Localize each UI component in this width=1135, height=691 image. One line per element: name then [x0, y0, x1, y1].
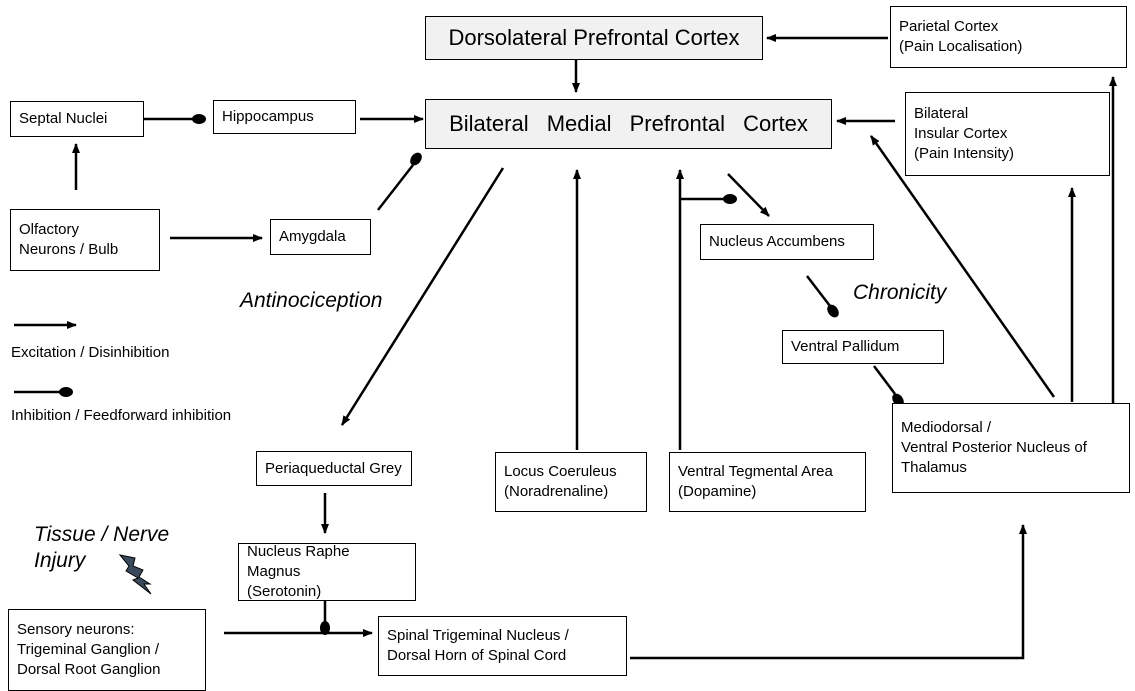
inhibit-pallidum-to-thalamus	[873, 365, 896, 395]
legend-inhibition-label: Inhibition / Feedforward inhibition	[11, 407, 232, 424]
arrow-bmpfc-to-accumbens	[727, 173, 770, 217]
olfactory-neurons-box: Olfactory Neurons / Bulb	[10, 209, 160, 271]
periaqueductal-grey-box: Periaqueductal Grey	[256, 451, 412, 486]
inhibit-terminal-hippocampus	[192, 114, 206, 124]
amygdala-box: Amygdala	[270, 219, 371, 255]
legend-excitation-label: Excitation / Disinhibition	[11, 344, 170, 361]
inhibit-amygdala-to-bmpfc	[377, 164, 414, 211]
inhibit-terminal-accumbens	[723, 194, 737, 204]
arrow-thalamus-to-bmpfc	[869, 135, 1056, 398]
tissue-nerve-injury-label: Tissue / Nerve Injury	[34, 523, 170, 572]
spinal-trigeminal-nucleus-box: Spinal Trigeminal Nucleus / Dorsal Horn …	[378, 616, 627, 676]
antinociception-label: Antinociception	[240, 289, 383, 312]
hippocampus-box: Hippocampus	[213, 100, 356, 134]
ventral-tegmental-area-box: Ventral Tegmental Area (Dopamine)	[669, 452, 866, 512]
nucleus-accumbens-box: Nucleus Accumbens	[700, 224, 874, 260]
ventral-pallidum-box: Ventral Pallidum	[782, 330, 944, 364]
inhibit-terminal-pallidum	[827, 304, 839, 318]
dlpfc-box: Dorsolateral Prefrontal Cortex	[425, 16, 763, 60]
locus-coeruleus-box: Locus Coeruleus (Noradrenaline)	[495, 452, 647, 512]
inhibit-terminal-bmpfc	[410, 152, 422, 166]
legend-inhibit-terminal	[59, 387, 73, 397]
septal-nuclei-box: Septal Nuclei	[10, 101, 144, 137]
nucleus-raphe-magnus-box: Nucleus Raphe Magnus (Serotonin)	[238, 543, 416, 601]
chronicity-label: Chronicity	[853, 281, 947, 304]
lightning-bolt-icon	[118, 554, 152, 595]
thalamus-box: Mediodorsal / Ventral Posterior Nucleus …	[892, 403, 1130, 493]
bilateral-medial-prefrontal-cortex-box: Bilateral Medial Prefrontal Cortex	[425, 99, 832, 149]
inhibit-accumbens-to-pallidum	[806, 275, 831, 307]
insular-cortex-box: Bilateral Insular Cortex (Pain Intensity…	[905, 92, 1110, 176]
parietal-cortex-box: Parietal Cortex (Pain Localisation)	[890, 6, 1127, 68]
arrow-bmpfc-to-pag	[340, 167, 505, 426]
sensory-neurons-box: Sensory neurons: Trigeminal Ganglion / D…	[8, 609, 206, 691]
inhibit-terminal-spinal	[320, 621, 330, 635]
arrow-spinal-to-thalamus	[630, 524, 1027, 660]
